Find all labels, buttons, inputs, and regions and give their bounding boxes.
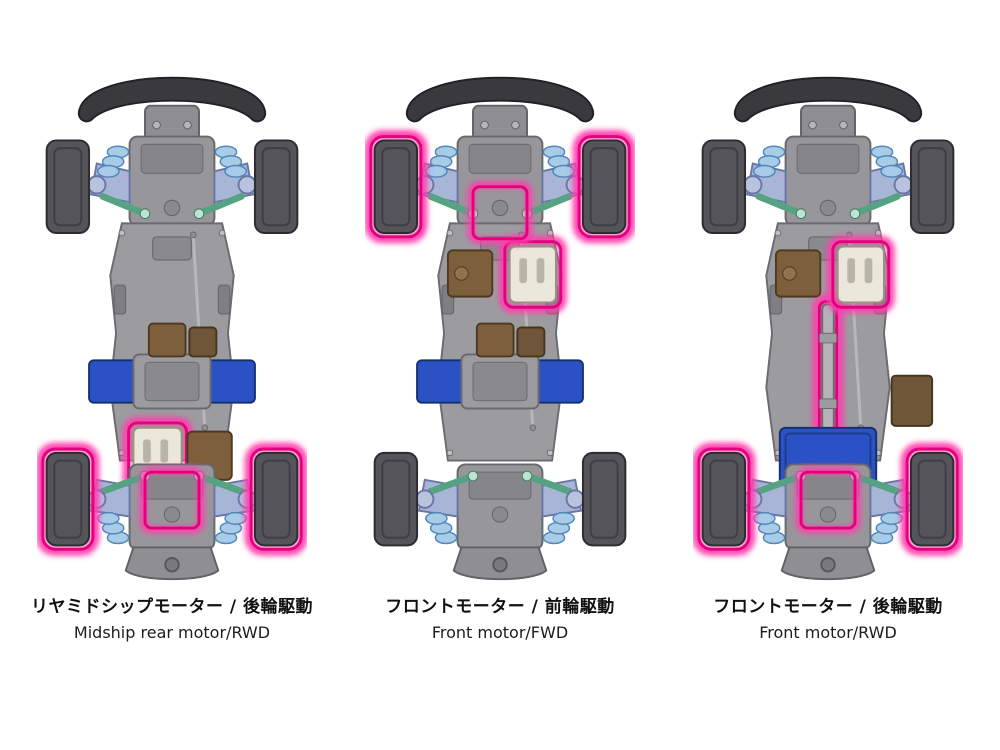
- rear-diff: [491, 506, 509, 523]
- motor: [836, 245, 885, 304]
- esc-unit: [147, 322, 187, 358]
- caption-english: Front motor/RWD: [759, 623, 897, 642]
- rear-left-tire: [701, 451, 747, 547]
- front-right-knuckle: [893, 175, 913, 195]
- front-tie-rods: [755, 192, 901, 218]
- driveshaft: [821, 303, 835, 437]
- rear-right-knuckle: [565, 489, 585, 509]
- front-left-knuckle: [87, 175, 107, 195]
- rear-right-tire: [253, 451, 299, 547]
- esc-unit: [890, 374, 934, 427]
- front-motor-group: [774, 235, 895, 314]
- caption-japanese: フロントモーター / 前輪駆動: [385, 597, 615, 617]
- rear-bumper: [124, 546, 220, 581]
- motor: [508, 245, 557, 304]
- rear-gearbox-highlight: [795, 466, 861, 534]
- rear-wheel-highlight: [37, 442, 307, 556]
- rear-bumper: [452, 546, 548, 581]
- caption-english: Midship rear motor/RWD: [73, 623, 271, 642]
- caption-english: Front motor/FWD: [431, 623, 569, 642]
- front-suspension: [743, 135, 913, 227]
- figure-caption: フロントモーター / 前輪駆動 Front motor/FWD: [385, 592, 615, 642]
- rear-right-tire: [581, 451, 627, 547]
- rear-springs: [425, 511, 575, 545]
- rear-suspension: [415, 463, 585, 551]
- front-left-knuckle: [743, 175, 763, 195]
- chassis-art: [365, 44, 635, 584]
- rear-gearbox-highlight: [139, 466, 205, 534]
- steering-servo: [446, 249, 494, 298]
- receiver-unit: [516, 326, 546, 358]
- rear-bumper: [780, 546, 876, 581]
- chassis-figure-midship-rwd: リヤミドシップモーター / 後輪駆動 Midship rear motor/RW…: [21, 44, 323, 642]
- caption-japanese: フロントモーター / 後輪駆動: [713, 597, 943, 617]
- rear-tie-rods: [755, 472, 901, 495]
- chassis-illustration: [37, 76, 307, 581]
- front-diff: [491, 199, 509, 217]
- drivetrain-comparison-diagram: リヤミドシップモーター / 後輪駆動 Midship rear motor/RW…: [21, 44, 979, 642]
- front-springs: [97, 145, 247, 178]
- front-suspension: [415, 135, 585, 227]
- front-gearbox-highlight: [467, 181, 533, 245]
- rear-springs: [97, 511, 247, 545]
- front-left-tire: [373, 139, 419, 234]
- driveshaft-highlight: [812, 294, 844, 446]
- chassis-art: [693, 44, 963, 584]
- figure-caption: リヤミドシップモーター / 後輪駆動 Midship rear motor/RW…: [31, 592, 313, 642]
- chassis-illustration: [365, 76, 635, 581]
- steering-servo: [774, 249, 822, 298]
- front-tie-rods: [427, 192, 573, 218]
- rear-tie-rods: [99, 472, 245, 495]
- rear-diff: [819, 506, 837, 523]
- chassis-figure-front-fwd: フロントモーター / 前輪駆動 Front motor/FWD: [349, 44, 651, 642]
- rear-left-knuckle: [415, 489, 435, 509]
- rear-tie-rods: [427, 472, 573, 495]
- front-right-tire: [909, 139, 955, 234]
- chassis-art: [37, 44, 307, 584]
- front-springs: [753, 145, 903, 178]
- front-wheel-highlight: [365, 130, 635, 244]
- chassis-illustration: [693, 76, 963, 581]
- rear-suspension: [743, 463, 913, 551]
- front-right-tire: [581, 139, 627, 234]
- figure-caption: フロントモーター / 後輪駆動 Front motor/RWD: [713, 592, 943, 642]
- rear-right-tire: [909, 451, 955, 547]
- rear-springs: [753, 511, 903, 545]
- front-left-tire: [45, 139, 91, 234]
- chassis-figure-front-rwd: フロントモーター / 後輪駆動 Front motor/RWD: [677, 44, 979, 642]
- body-spoiler-shape: [405, 76, 595, 144]
- front-right-knuckle: [237, 175, 257, 195]
- body-spoiler-shape: [733, 76, 923, 144]
- rear-wheel-highlight: [693, 442, 963, 556]
- receiver-unit: [188, 326, 218, 358]
- rear-left-tire: [373, 451, 419, 547]
- front-diff: [819, 199, 837, 217]
- front-springs: [425, 145, 575, 178]
- rear-diff: [163, 506, 181, 523]
- battery-pack-mid: [416, 322, 584, 410]
- caption-japanese: リヤミドシップモーター / 後輪駆動: [30, 597, 314, 617]
- body-spoiler-shape: [77, 76, 267, 144]
- front-motor-group: [446, 235, 567, 314]
- front-tie-rods: [99, 192, 245, 218]
- front-left-tire: [701, 139, 747, 234]
- front-suspension: [87, 135, 257, 227]
- front-right-tire: [253, 139, 299, 234]
- front-diff: [163, 199, 181, 217]
- esc-unit: [475, 322, 515, 358]
- rear-left-tire: [45, 451, 91, 547]
- battery-pack-mid: [88, 322, 256, 410]
